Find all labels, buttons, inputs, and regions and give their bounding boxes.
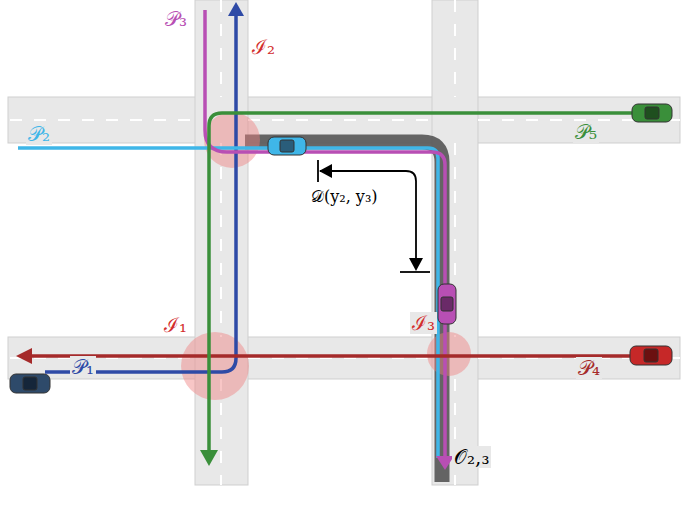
- dimension-label: 𝒟(y₂, y₃): [309, 188, 380, 206]
- overlap-label: 𝒪₂,₃: [452, 446, 491, 468]
- path-label: 𝒫₅: [573, 121, 599, 143]
- path-label: 𝒫₁: [70, 356, 96, 378]
- path-label: 𝒫₄: [576, 357, 602, 379]
- path-label: 𝒫₃: [163, 8, 189, 30]
- intersection-label: ℐ₃: [410, 312, 437, 334]
- path-label: 𝒫₂: [26, 123, 52, 145]
- intersection-label: ℐ₁: [162, 314, 189, 336]
- intersection-label: ℐ₂: [250, 36, 277, 58]
